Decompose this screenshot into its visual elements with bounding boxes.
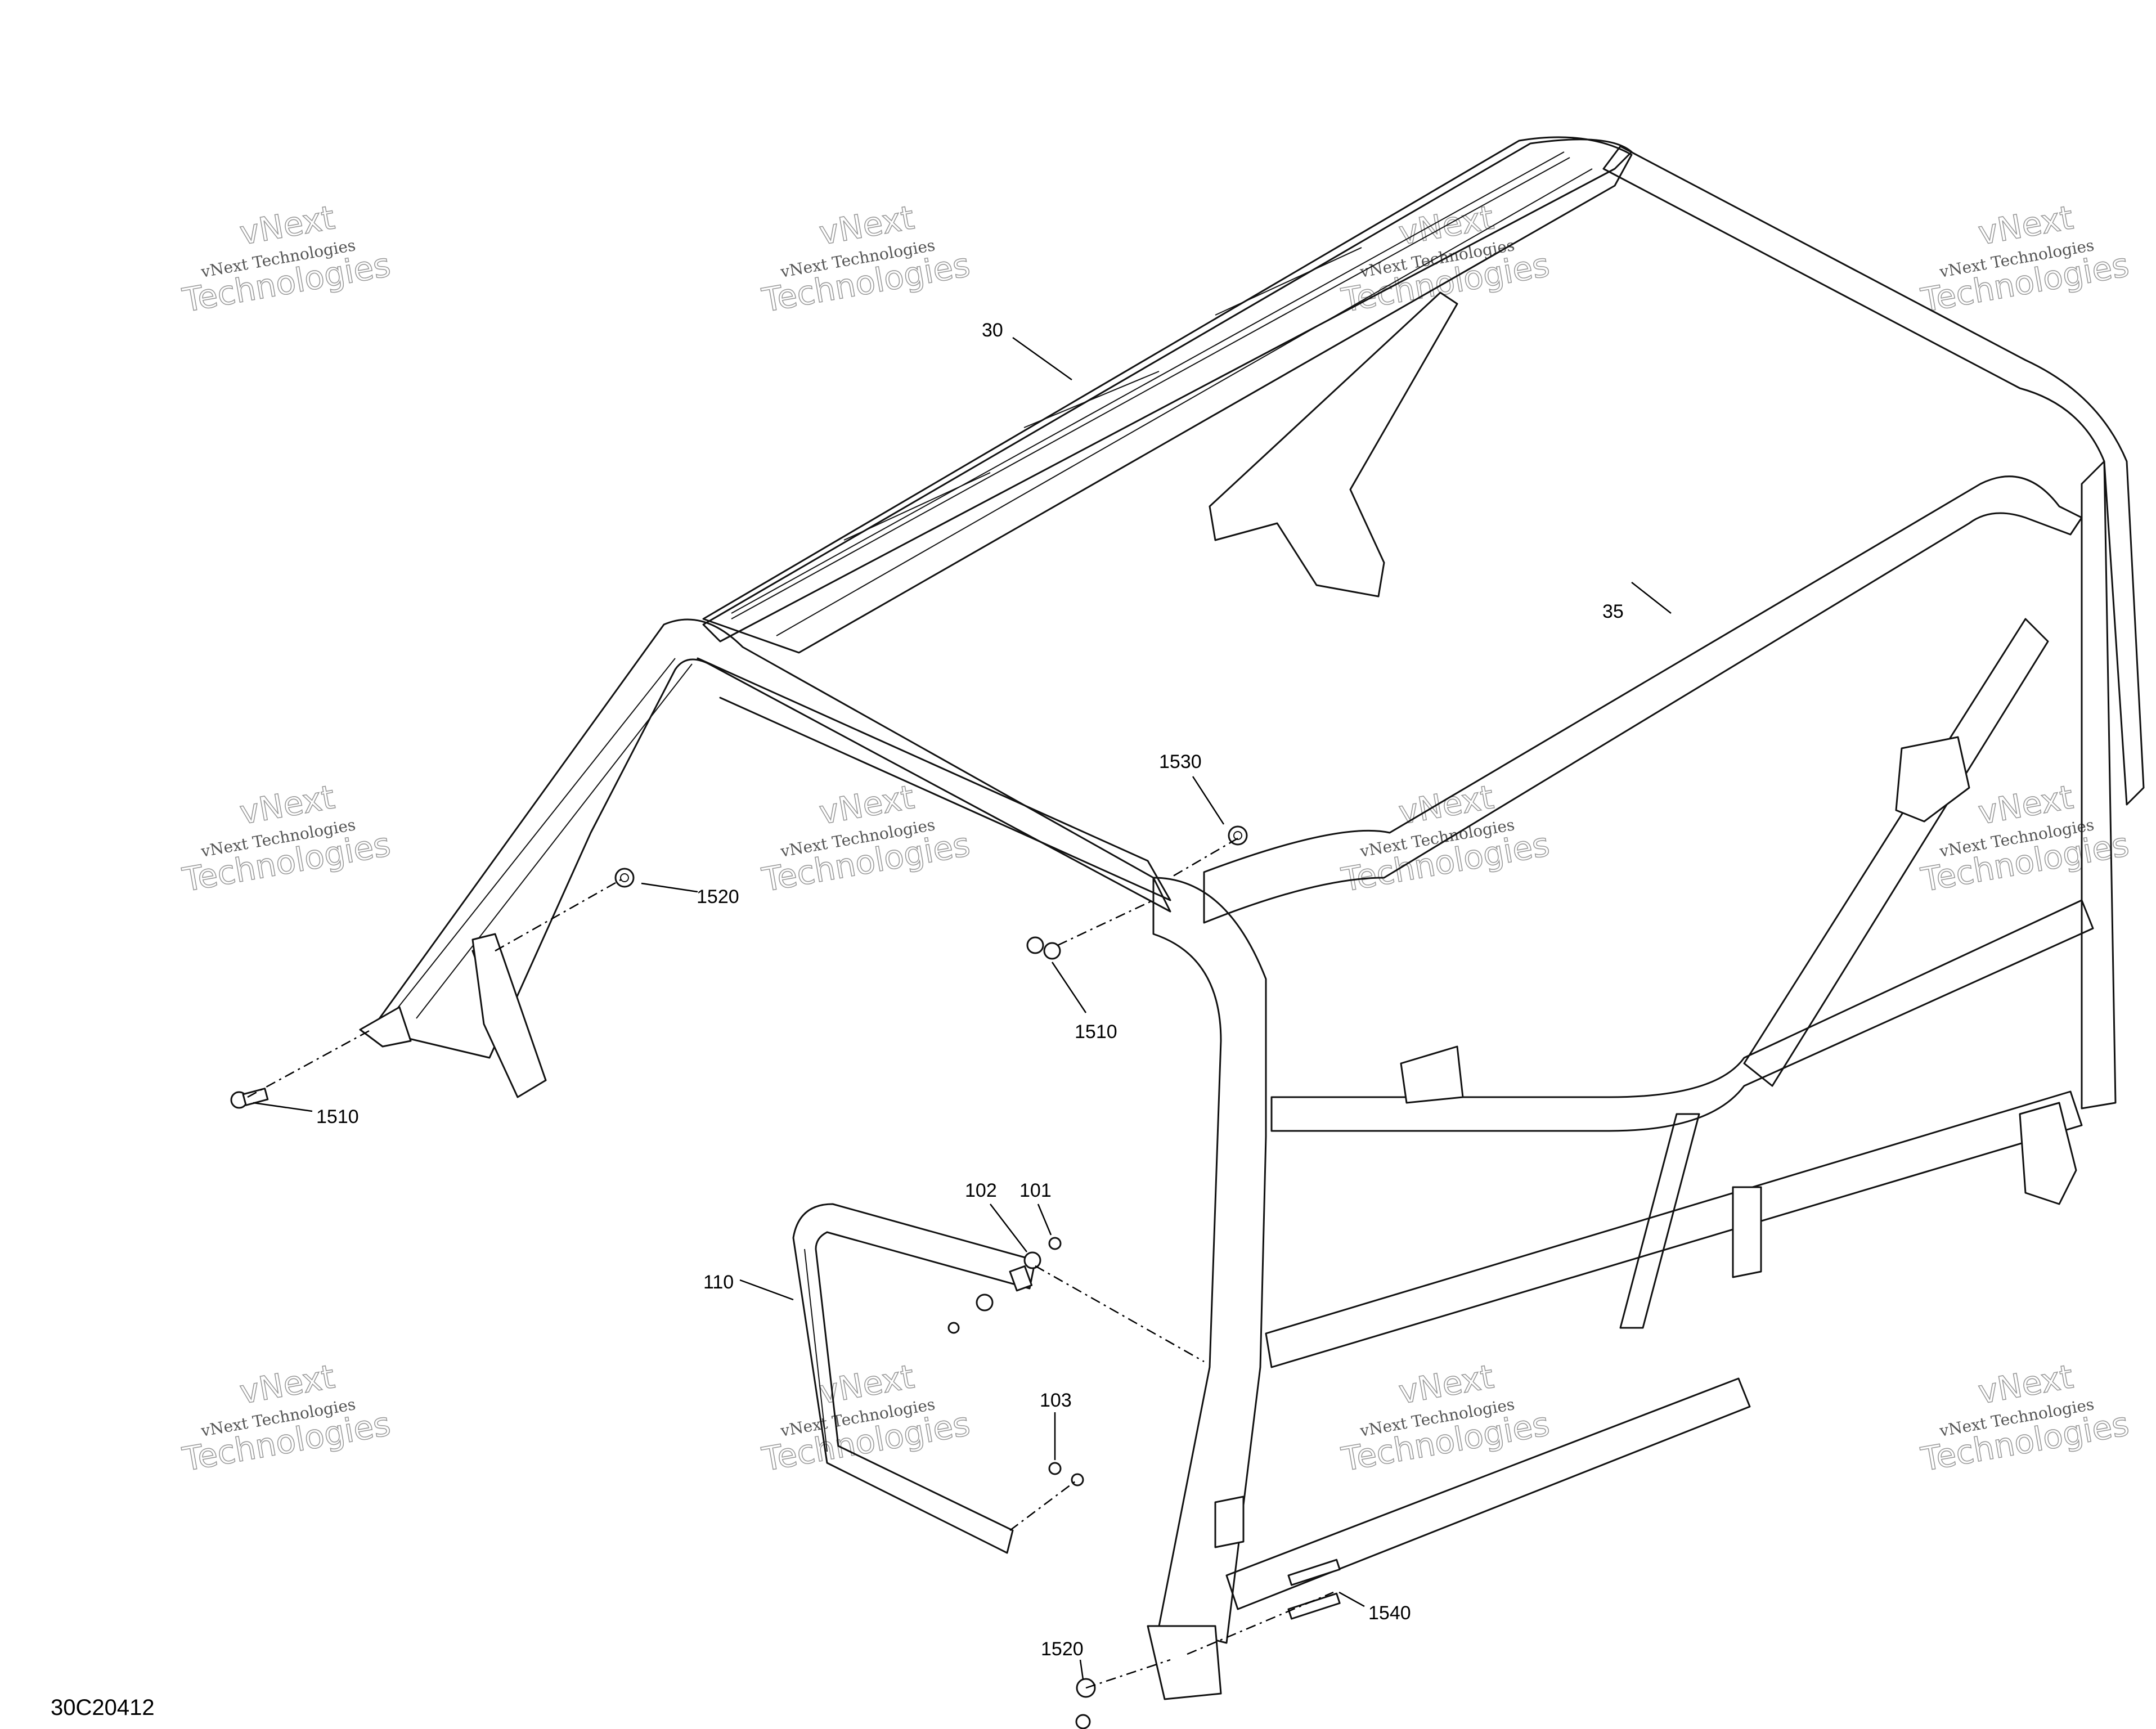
watermark: vNext vNext Technologies Technologies (1917, 1357, 2132, 1479)
callout-labels: 30 35 1530 1520 1510 1510 102 101 110 10… (316, 320, 1624, 1660)
diagram-id: 30C20412 (51, 1695, 155, 1720)
roof-outline (702, 136, 1633, 654)
cage-b-pillar (1152, 877, 1267, 1644)
assembly-lines (247, 837, 1334, 1689)
callout-1530: 1530 (1159, 751, 1202, 773)
callout-101: 101 (1019, 1180, 1052, 1201)
cage-front-foot-bracket (1147, 1625, 1222, 1700)
callout-1510-left: 1510 (316, 1106, 359, 1128)
cage-mid-horizontal-tube (1270, 899, 2094, 1132)
nut-1530 (1228, 825, 1248, 846)
roof-panel (702, 136, 1633, 654)
side-door-bar (792, 1203, 1036, 1554)
nut-1520-lower (1075, 1678, 1096, 1729)
left-post-bracket (359, 1006, 412, 1048)
watermark: vNext vNext Technologies Technologies (1917, 197, 2132, 320)
callout-1510-right: 1510 (1075, 1021, 1117, 1043)
cage-right-upper-tube (1203, 475, 2083, 924)
door-bar-tube (792, 1203, 1036, 1554)
cage-gusset-left (1214, 1496, 1245, 1548)
cage-gusset-right (1732, 1186, 1762, 1278)
callout-103: 103 (1040, 1390, 1072, 1411)
cage-roof-right-rail (1602, 145, 2145, 806)
watermark: vNext vNext Technologies Technologies (179, 777, 393, 899)
fasteners (230, 825, 1341, 1729)
cage-roof-brace (1209, 291, 1458, 598)
bolt-1510-left (230, 1088, 269, 1109)
roll-cage-frame (370, 138, 2145, 1700)
callout-1540: 1540 (1368, 1602, 1411, 1624)
callout-110: 110 (703, 1272, 734, 1293)
watermark: vNext vNext Technologies Technologies (1338, 777, 1552, 899)
callout-35: 35 (1602, 601, 1624, 622)
watermark: vNext vNext Technologies Technologies (179, 197, 393, 320)
left-post-plate (471, 933, 547, 1098)
bolt-101 (1048, 1237, 1062, 1250)
cage-rear-foot-bracket (2019, 1102, 2077, 1205)
cage-gusset-upper (1895, 736, 1970, 823)
cage-left-front-tube (370, 618, 1171, 1059)
watermark: vNext vNext Technologies Technologies (179, 1357, 393, 1479)
callout-102: 102 (965, 1180, 997, 1201)
washer-lower (947, 1294, 994, 1334)
leader-lines (253, 336, 1672, 1680)
bolt-1510-right (1026, 936, 1061, 960)
watermark: vNext vNext Technologies Technologies (1338, 1357, 1552, 1479)
cage-middle-vertical (1619, 1113, 1700, 1329)
cage-lower-side-rail (1265, 1090, 2083, 1368)
nut-1520-upper (614, 868, 635, 888)
callout-30: 30 (982, 320, 1003, 341)
callout-1520-upper: 1520 (697, 886, 739, 908)
watermark: vNext vNext Technologies Technologies (758, 777, 973, 899)
bolt-103 (1048, 1462, 1084, 1487)
cage-rear-vertical-tube (2081, 460, 2117, 1110)
bolt-1540 (1287, 1559, 1341, 1620)
spacer-102 (1009, 1251, 1041, 1292)
watermark-layer: vNext vNext Technologies Technologies vN… (179, 197, 2132, 1479)
cage-gusset-mid (1400, 1045, 1464, 1104)
watermark: vNext vNext Technologies Technologies (758, 1357, 973, 1479)
cage-bottom-rail (1225, 1377, 1751, 1610)
left-front-post (359, 933, 547, 1098)
watermark: vNext vNext Technologies Technologies (758, 197, 973, 320)
callout-1520-lower: 1520 (1041, 1638, 1084, 1660)
cage-front-cross-tube (697, 657, 1171, 901)
